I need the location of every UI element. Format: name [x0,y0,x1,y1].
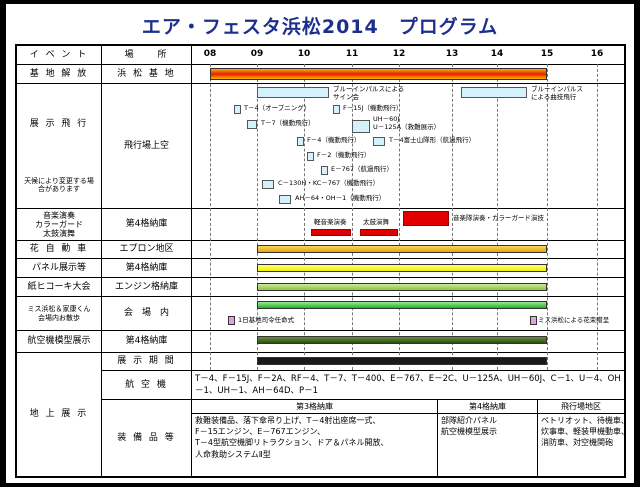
row-base-open-event: 基 地 解 放 [29,68,89,79]
flowercar-bar [257,245,547,253]
event-label: F－2（機動飛行） [317,151,371,159]
event-label: F－4（機動飛行） [307,136,361,144]
hour-label: 14 [490,49,504,59]
miss-event-box [228,316,235,325]
event-label: E－767（航過飛行） [331,165,394,173]
row-miss-event: ミス浜松＆家康くん 会場内お散歩 [27,305,91,322]
event-box [257,87,329,98]
event-box [307,152,314,161]
equipment-text: 部隊紹介パネル 航空機模型展示 [441,416,497,437]
ground-equipment-label: 装 備 品 等 [117,432,176,443]
hour-label: 08 [203,49,217,59]
aircraft-list: T－4、F－15J、F－2A、RF－4、T－7、T－400、E－767、E－2C… [195,373,621,396]
event-box [352,120,370,133]
music-bar [403,211,449,226]
row-panel-place: 第4格納庫 [125,262,168,273]
row-music-event: 音楽演奏 カラーガード 太鼓演舞 [35,210,83,239]
equipment-text: ペトリオット、待機車、 炊事車、軽装甲機動車、 消防車、対空機関砲 [541,416,629,448]
ground-period-label: 展 示 期 間 [117,356,176,367]
event-box [321,166,328,175]
event-label: T－4（オープニング） [244,104,311,112]
row-flowercar-event: 花 自 動 車 [29,244,89,255]
row-flight-event: 展 示 飛 行 [29,118,89,129]
event-label: ブルーインパルスによる サイン会 [333,85,405,101]
event-box [234,105,241,114]
event-label: ブルーインパルス による曲技飛行 [531,85,583,101]
row-ground-event: 地 上 展 示 [29,409,89,420]
header-event: イ ベ ン ト [29,49,89,60]
event-label: 音楽隊演奏・カラーガード演技 [453,214,544,222]
ground-period-bar [257,357,547,365]
row-paperplane-event: 紙ヒコーキ大会 [27,281,91,292]
row-panel-event: パネル展示等 [31,262,86,273]
event-box [373,137,385,146]
equipment-heading: 飛行場地区 [561,401,601,411]
model-bar [257,336,547,344]
event-label: F－15J（機動飛行） [343,104,403,112]
event-label: UH－60J U－125A（救難展示） [373,115,441,131]
event-label: T－7（機動飛行） [261,119,315,127]
base-open-bar [210,68,547,80]
hour-label: 09 [250,49,264,59]
row-model-event: 航空機模型展示 [27,336,91,347]
page-title: エア・フェスタ浜松2014 プログラム [141,16,499,38]
row-model-place: 第4格納庫 [125,336,168,347]
music-bar [311,229,351,236]
header-place: 場 所 [124,49,169,60]
event-box [461,87,527,98]
event-label: ミス浜松による花束贈呈 [538,316,610,324]
event-box [279,195,291,204]
row-flight-place: 飛行場上空 [123,140,169,151]
event-box [333,105,340,114]
hour-label: 16 [590,49,604,59]
ground-aircraft-label: 航 空 機 [125,379,168,390]
event-label: T－4富士山隊形（航過飛行） [389,136,476,144]
event-label: 太鼓演舞 [363,218,389,226]
event-label: C－130H・KC－767（機動飛行） [278,179,380,187]
event-box [297,137,304,146]
schedule-grid: イ ベ ン ト 場 所 08 09 10 11 12 13 14 15 16 基… [15,44,629,478]
hour-label: 11 [345,49,359,59]
equipment-heading: 第4格納庫 [468,401,507,411]
hour-label: 12 [392,49,406,59]
event-box [262,180,274,189]
miss-bar [257,301,547,309]
music-bar [360,229,398,236]
miss-event-box [530,316,537,325]
event-label: 軽音楽演奏 [314,218,347,226]
row-base-open-place: 浜 松 基 地 [117,68,176,79]
event-box [247,120,257,129]
row-paperplane-place: エンジン格納庫 [114,281,178,292]
hour-label: 13 [445,49,459,59]
equipment-heading: 第3格納庫 [295,401,334,411]
weather-note: 天候により変更する場合があります [24,176,94,193]
paperplane-bar [257,283,547,291]
row-music-place: 第4格納庫 [125,219,168,230]
equipment-text: 救難装備品、落下傘吊り上げ、T－4射出座席一式、 F－15エンジン、E－767エ… [195,416,389,459]
event-label: 1日基地司令任命式 [238,316,295,324]
row-miss-place: 会 場 内 [123,308,169,319]
hour-label: 10 [297,49,311,59]
hour-label: 15 [540,49,554,59]
row-flowercar-place: エプロン地区 [119,244,174,255]
event-label: AH－64・OH－1（機動飛行） [295,194,386,202]
panel-bar [257,264,547,272]
page-frame: エア・フェスタ浜松2014 プログラム イ ベ ン ト 場 所 08 09 10… [6,4,634,483]
